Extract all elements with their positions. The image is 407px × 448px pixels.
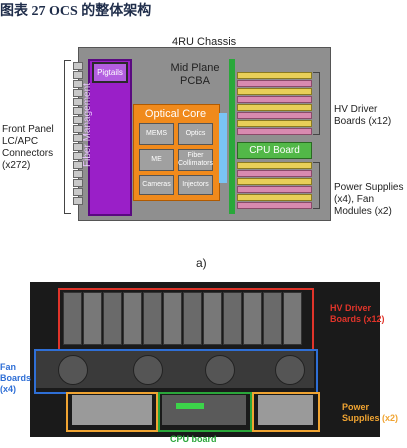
photo-fan-label: Fan Boards (x4) — [0, 362, 32, 394]
pigtails-box: Pigtails — [92, 62, 128, 83]
mid-plane-pcba — [229, 59, 235, 214]
power-bracket — [313, 162, 320, 209]
power-fan-label: Power Supplies (x4), Fan Modules (x2) — [334, 182, 404, 217]
photo-hv-box — [58, 288, 314, 351]
mems-box: MEMS — [139, 123, 174, 145]
photo-power-box-right — [252, 392, 320, 432]
fan-2 — [133, 355, 163, 385]
front-panel-label: Front Panel LC/APC Connectors (x272) — [2, 124, 54, 171]
optical-interface-bar — [219, 113, 227, 183]
me-box: ME — [139, 149, 174, 171]
figure-caption: 图表 27 OCS 的整体架构 — [0, 4, 152, 19]
photo-fan-box — [34, 349, 318, 394]
cameras-box: Cameras — [139, 175, 174, 195]
optical-core-title: Optical Core — [144, 108, 207, 120]
chassis-title: 4RU Chassis — [172, 36, 237, 48]
power-supply-1 — [72, 395, 152, 425]
hv-driver-label: HV Driver Boards (x12) — [334, 104, 392, 127]
optics-box: Optics — [178, 123, 213, 145]
fan-1 — [58, 355, 88, 385]
cpu-board: CPU Board — [237, 142, 312, 159]
fiber-management-label: Fiber Management — [82, 83, 93, 167]
injectors-box: Injectors — [178, 175, 213, 195]
subfigure-label-a: a) — [196, 256, 207, 270]
power-supply-2 — [258, 395, 313, 425]
fiber-collimators-box: Fiber Collimators — [178, 149, 213, 171]
cpu-board-photo — [162, 395, 246, 425]
fan-3 — [205, 355, 235, 385]
photo-cpu-box — [158, 392, 252, 432]
fan-4 — [275, 355, 305, 385]
mid-plane-label: Mid Plane PCBA — [170, 62, 220, 87]
photo-cpu-label: CPU board — [170, 434, 217, 444]
fiber-management-block — [88, 59, 132, 216]
hv-driver-bracket — [313, 72, 320, 135]
photo-hv-label: HV Driver Boards (x12) — [330, 303, 385, 324]
front-panel-bracket — [64, 60, 71, 214]
photo-power-label: Power Supplies (x2) — [342, 402, 399, 423]
cpu-leds — [176, 403, 204, 409]
photo-power-box-left — [66, 392, 158, 432]
